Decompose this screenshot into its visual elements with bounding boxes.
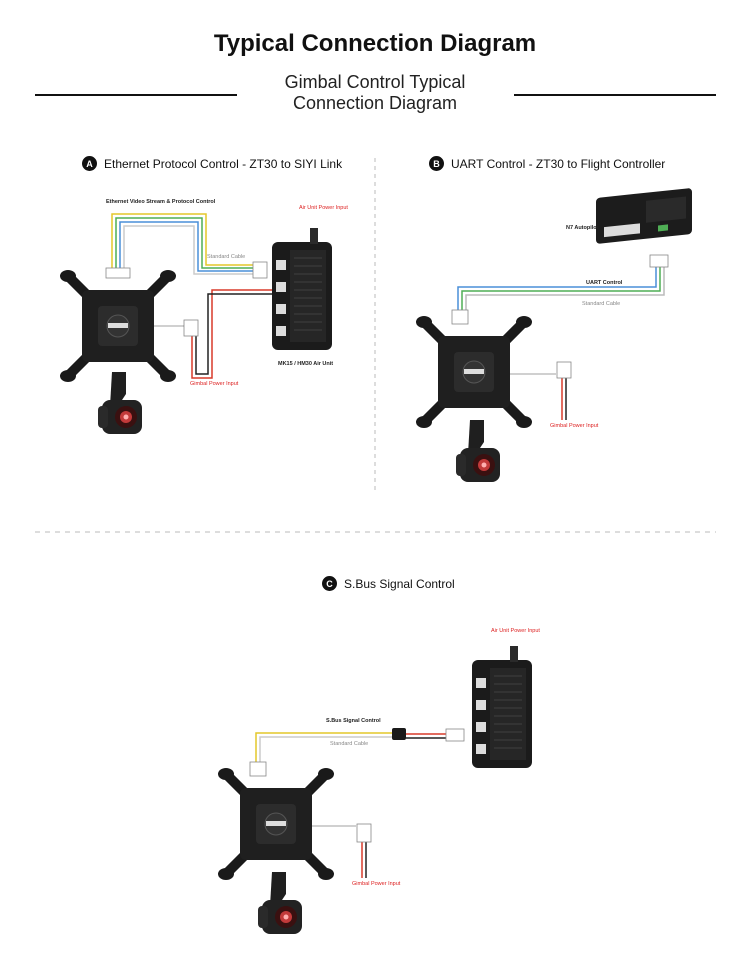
a-video-label: Ethernet Video Stream & Protocol Control xyxy=(106,199,216,205)
c-power-in-label: Air Unit Power Input xyxy=(491,628,540,634)
page-subtitle: Gimbal Control Typical Connection Diagra… xyxy=(284,72,466,113)
b-cable-label: Standard Cable xyxy=(582,301,621,307)
section-a-badge: A xyxy=(82,156,97,171)
title-rule-left xyxy=(35,94,237,96)
a-air-unit-label: MK15 / HM30 Air Unit xyxy=(278,361,334,367)
section-c-title: S.Bus Signal Control xyxy=(344,576,455,591)
section-c-badge: C xyxy=(322,576,337,591)
b-uart-label: UART Control xyxy=(586,280,623,286)
a-gimbal-power-label: Gimbal Power Input xyxy=(190,381,239,387)
section-a-drawing xyxy=(60,213,333,434)
title-rule-right xyxy=(514,94,716,96)
section-b-drawing xyxy=(416,188,692,482)
page-title: Typical Connection Diagram xyxy=(213,30,537,57)
section-a-heading: A Ethernet Protocol Control - ZT30 to SI… xyxy=(82,156,342,171)
a-cable-label: Standard Cable xyxy=(207,254,246,260)
c-sbus-label: S.Bus Signal Control xyxy=(326,718,381,724)
a-power-in-label: Air Unit Power Input xyxy=(299,205,348,211)
c-gimbal-power-label: Gimbal Power Input xyxy=(352,881,401,887)
section-b-title: UART Control - ZT30 to Flight Controller xyxy=(451,156,666,171)
b-gimbal-power-label: Gimbal Power Input xyxy=(550,423,599,429)
c-cable-label: Standard Cable xyxy=(330,741,369,747)
section-a-title: Ethernet Protocol Control - ZT30 to SIYI… xyxy=(104,156,343,171)
section-b-heading: B UART Control - ZT30 to Flight Controll… xyxy=(429,156,665,171)
section-b-badge: B xyxy=(429,156,444,171)
b-autopilot-label: N7 Autopilot xyxy=(566,225,599,231)
section-c-drawing xyxy=(218,645,533,934)
section-c-heading: C S.Bus Signal Control xyxy=(322,576,455,591)
